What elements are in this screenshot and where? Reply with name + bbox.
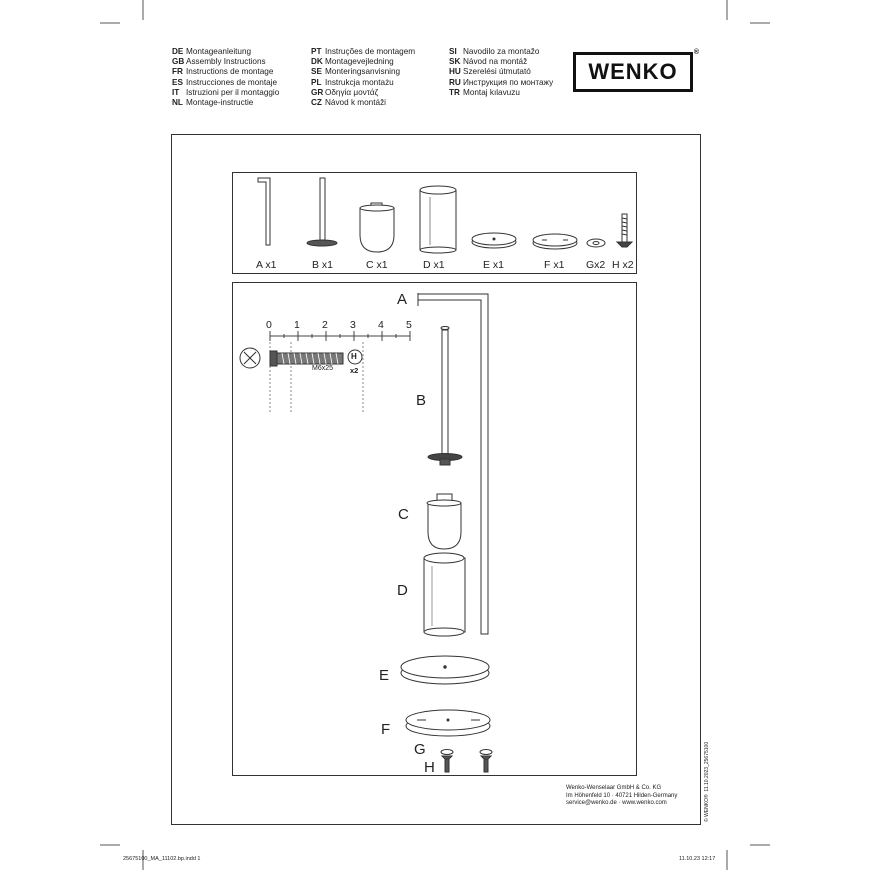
logo-text: WENKO [588,59,678,84]
company-address: Wenko-Wenselaar GmbH & Co. KG Im Höhenfe… [566,785,677,808]
ruler-tick-label: 5 [406,319,412,331]
assembly-part-f [405,709,491,737]
parts-illustrations [257,177,634,254]
assembly-part-b [427,326,463,466]
part-label: D x1 [423,259,445,271]
page-frame [171,134,701,825]
ruler-tick-label: 1 [294,319,300,331]
part-g-icon [586,238,606,248]
part-label: E x1 [483,259,505,271]
part-a-icon [257,177,271,246]
ruler-tick-label: 0 [266,319,272,331]
assembly-part-c [426,493,462,550]
part-f-icon [532,233,578,250]
assembly-label-e: E [379,667,390,684]
part-h-icon [615,213,634,248]
part-label: F x1 [544,259,565,271]
copyright-text: © WENKO® [704,794,710,822]
ruler [269,331,411,412]
company-street: Im Höhenfeld 10 · 40721 Hilden-Germany [566,792,678,799]
crop-marks [100,0,770,870]
ruler-tick-label: 3 [350,319,356,331]
part-label: Gx2 [586,259,606,271]
slug-left: 25675100_MA_11102.bp.indd 1 [123,856,201,862]
part-label: H x2 [612,259,634,271]
assembly-part-d [423,552,466,637]
assembly-part-h [440,755,493,773]
screw-letter: H [351,352,357,361]
screw-scale-icon [269,349,363,367]
assembly-label-b: B [416,392,427,409]
side-copyright: © WENKO® 11.10.2023_25675100 [704,742,710,822]
doc-code: 11.10.2023_25675100 [704,741,710,792]
screw-size-label: M6x25 [312,365,334,372]
assembly-box [232,282,637,776]
company-name: Wenko-Wenselaar GmbH & Co. KG [566,785,662,791]
assembly-label-d: D [397,582,408,599]
assembly-label-a: A [397,291,408,308]
assembly-label-g: G [414,741,426,758]
company-contact: service@wenko.de · www.wenko.com [566,800,667,806]
ruler-tick-label: 2 [322,319,328,331]
assembly-illustration [239,293,493,773]
part-c-icon [359,202,395,253]
screw-qty: x2 [350,366,359,375]
assembly-part-g [440,749,493,755]
part-label: C x1 [366,259,388,271]
part-b-icon [306,177,338,247]
phillips-icon [239,347,261,369]
ruler-tick-label: 4 [378,319,384,331]
assembly-label-f: F [381,721,391,738]
assembly-label-c: C [398,506,409,523]
assembly-label-h: H [424,759,435,776]
part-d-icon [419,185,457,254]
registered-mark: ® [693,49,700,56]
assembly-part-e [400,655,490,685]
part-label: A x1 [256,259,277,271]
part-e-icon [471,232,517,249]
brand-logo: WENKO ® [573,49,699,92]
parts-list-box [232,172,637,274]
part-label: B x1 [312,259,334,271]
slug-right: 11.10.23 12:17 [679,856,716,862]
